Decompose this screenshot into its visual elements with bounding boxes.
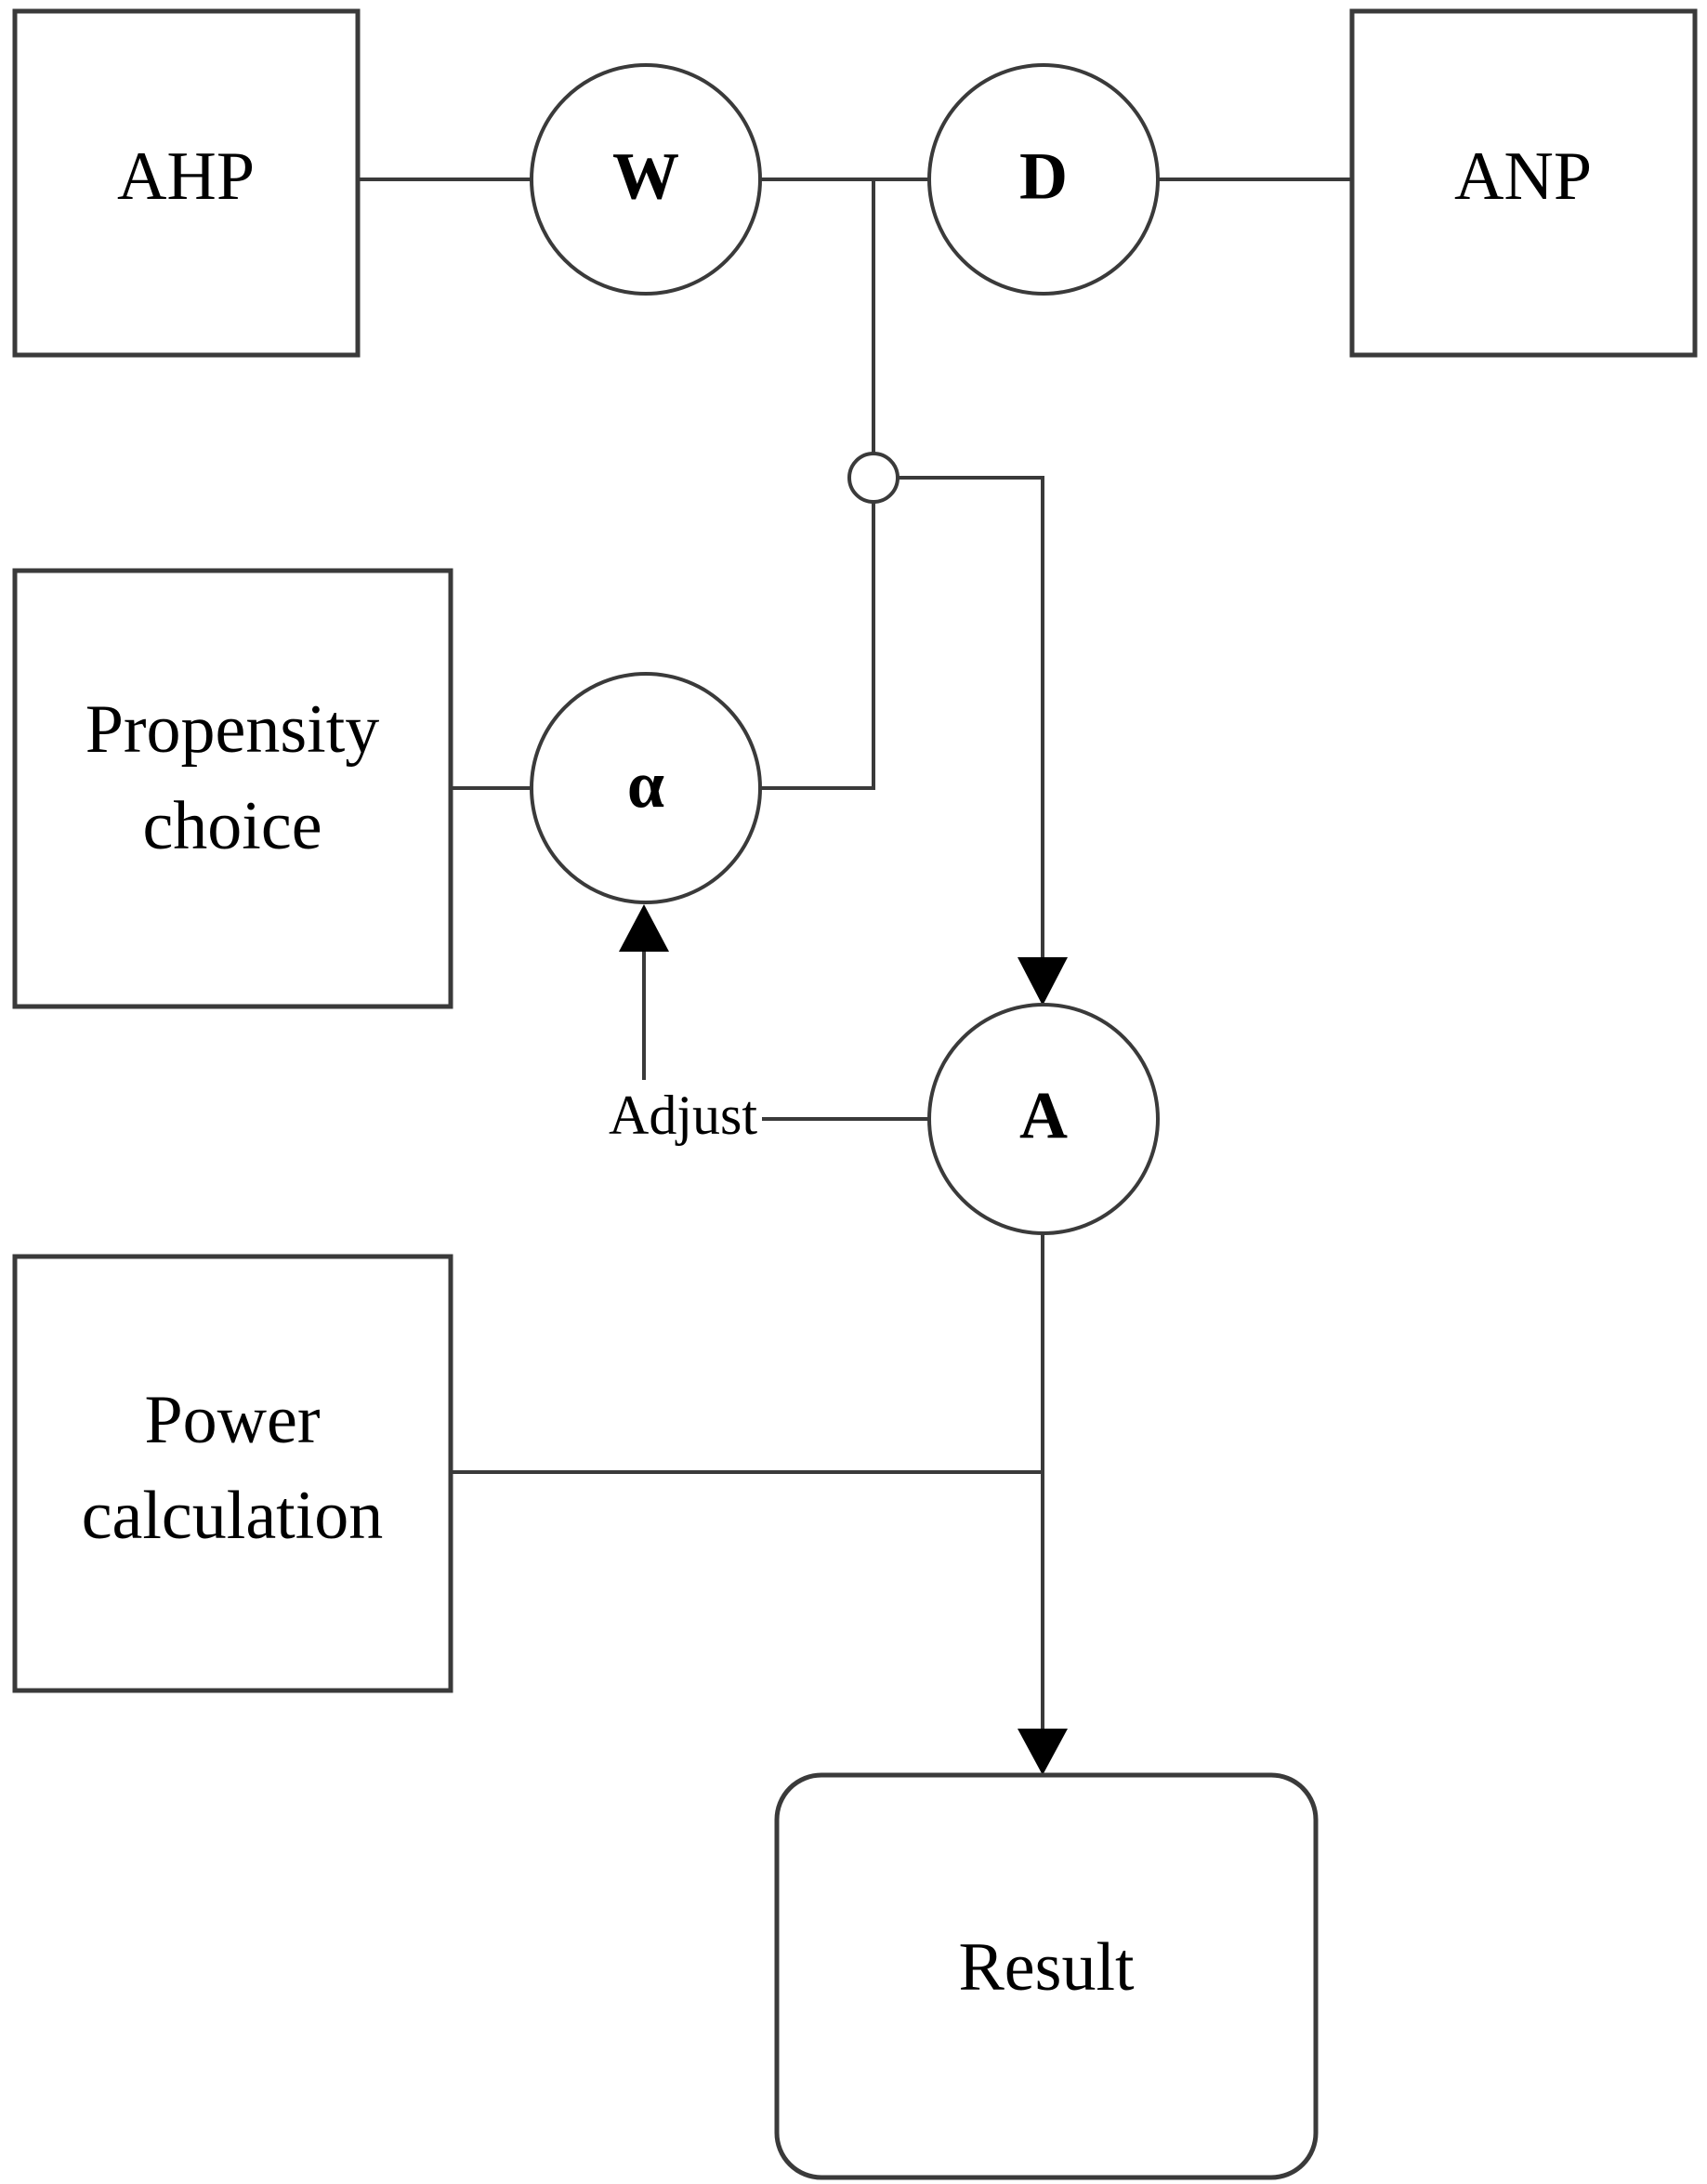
ahp-box: AHP [12, 8, 361, 358]
propensity-label-line2: choice [142, 788, 322, 864]
power-label-line1: Power [144, 1382, 320, 1458]
ahp-label: AHP [117, 138, 255, 215]
anp-box: ANP [1349, 8, 1698, 358]
adjust-label: Adjust [609, 1085, 757, 1146]
propensity-label-line1: Propensity [85, 691, 380, 768]
connector-alpha-junction [760, 502, 875, 790]
w-label: W [612, 139, 679, 214]
d-node: D [927, 63, 1160, 296]
power-label-line2: calculation [82, 1478, 384, 1554]
result-label: Result [958, 1929, 1135, 2006]
arrowheads [619, 904, 1068, 1775]
w-node: W [530, 63, 762, 296]
result-box: Result [774, 1772, 1319, 2180]
alpha-node: α [530, 672, 762, 904]
propensity-choice-box: Propensity choice [12, 568, 453, 1009]
arrowhead-into-alpha [619, 904, 669, 952]
d-label: D [1019, 139, 1068, 214]
a-label: A [1019, 1079, 1068, 1153]
connectors [358, 178, 1352, 1729]
arrowhead-into-a [1018, 957, 1068, 1006]
power-calculation-box: Power calculation [12, 1254, 453, 1693]
a-node: A [927, 1003, 1160, 1235]
connector-junction-a [898, 476, 1044, 957]
arrowhead-into-result [1018, 1729, 1068, 1775]
alpha-label: α [627, 748, 664, 822]
anp-label: ANP [1454, 138, 1592, 215]
junction-node [847, 452, 899, 504]
